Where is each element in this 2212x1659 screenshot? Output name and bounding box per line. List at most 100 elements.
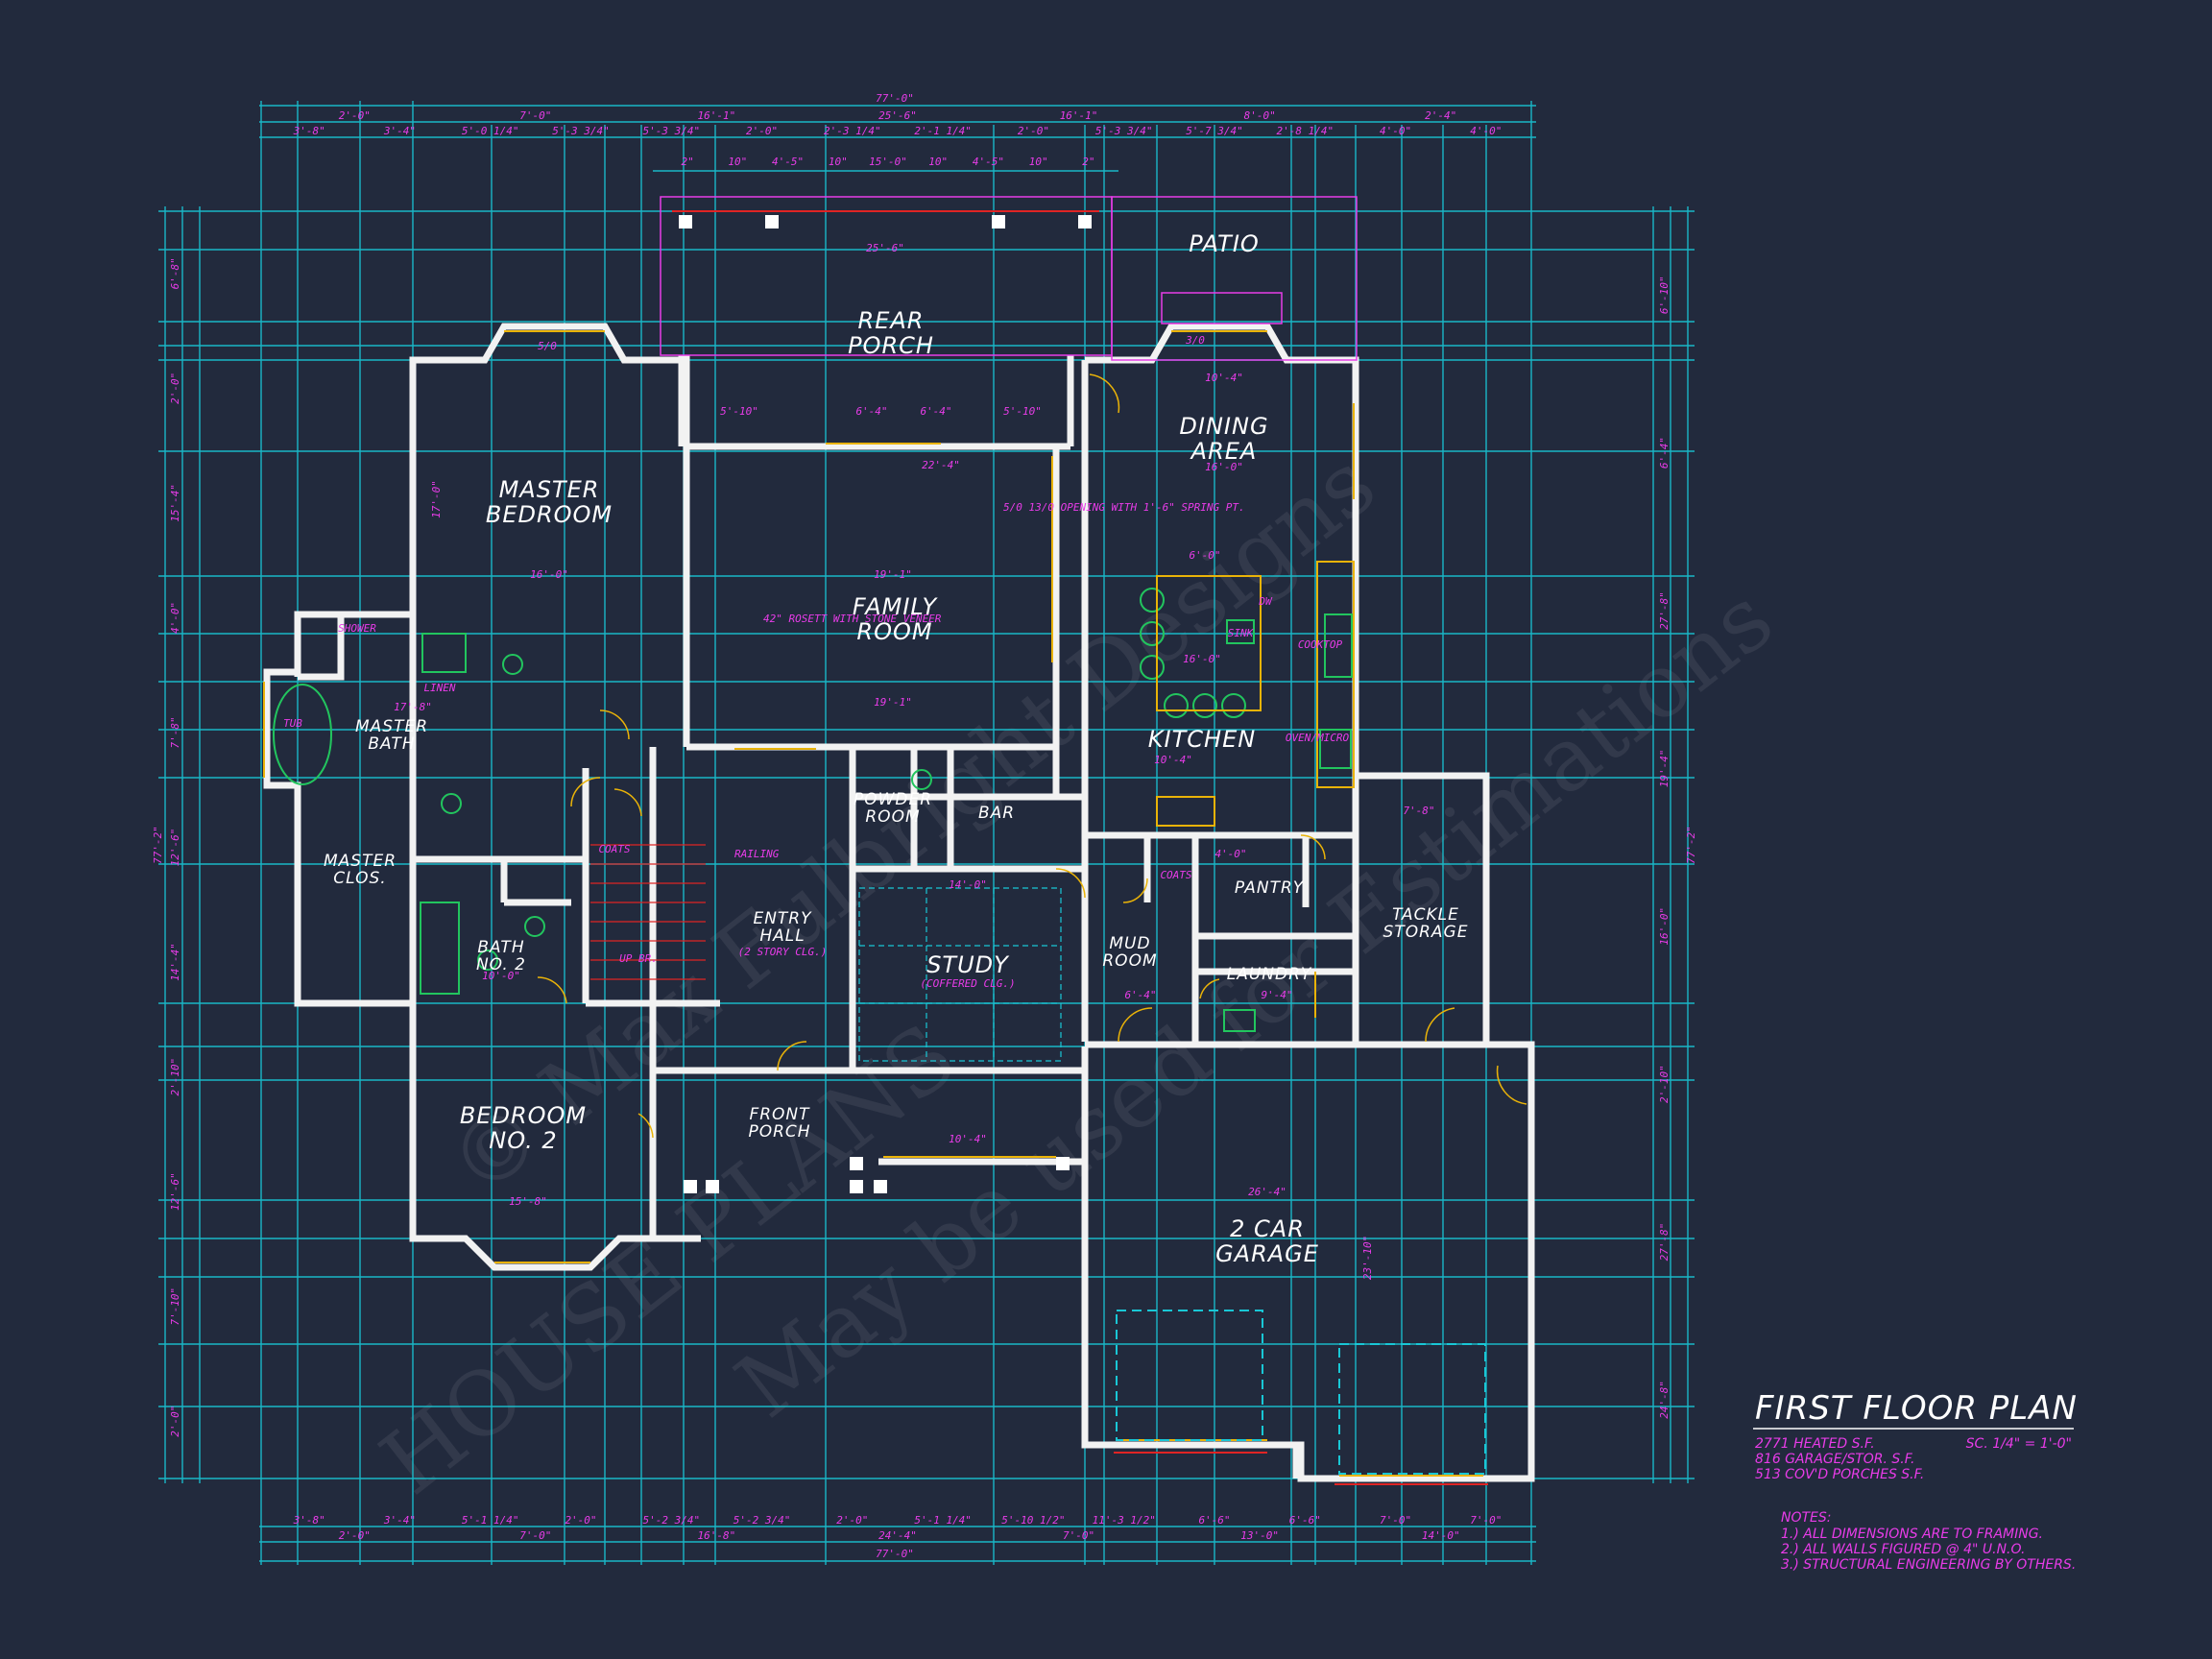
- dim-left: 6'-8"2'-0"15'-4"4'-0"7'-8"12'-6"14'-4"2'…: [169, 257, 181, 1437]
- dim-label: 2'-8 1/4": [1276, 125, 1334, 137]
- room-study-note: (COFFERED CLG.): [920, 977, 1015, 990]
- dim-label: 2'-0": [339, 109, 371, 122]
- room-front-porch-1: FRONT: [749, 1105, 810, 1124]
- dim-label: 10": [829, 156, 848, 168]
- stair: [590, 844, 706, 980]
- dim-label: 6'-8": [169, 257, 181, 289]
- fixture-labels: SHOWER TUB LINEN COATS COATS SINK COOKTO…: [283, 501, 1349, 965]
- dim-label: 5'-7 3/4": [1186, 125, 1243, 137]
- dim-bay-a: 3/0: [1185, 334, 1205, 347]
- note-1: 1.) ALL DIMENSIONS ARE TO FRAMING.: [1781, 1527, 2043, 1542]
- dim-label: 5'-3 3/4": [642, 125, 700, 137]
- dim-garage-w: 26'-4": [1248, 1186, 1286, 1198]
- dim-label: 2'-3 1/4": [824, 125, 881, 137]
- dim-label: 5'-2 3/4": [733, 1514, 791, 1527]
- label-dw: DW: [1258, 595, 1273, 608]
- label-cooktop: COOKTOP: [1298, 638, 1343, 651]
- dim-left-overall: 77'-2": [152, 826, 164, 864]
- porch-outlines: [660, 196, 1358, 361]
- dim-label: 6'-10": [1658, 276, 1671, 314]
- dim-family-top: 22'-4": [922, 459, 960, 471]
- dim-label: 24'-8": [1658, 1381, 1671, 1419]
- dim-label: 5'-0 1/4": [462, 125, 519, 137]
- dim-top-row2: 3'-8"3'-4"5'-0 1/4"5'-3 3/4"5'-3 3/4"2'-…: [293, 125, 1503, 137]
- dim-label: 2": [1082, 156, 1094, 168]
- room-rear-porch-1: REAR: [858, 307, 925, 334]
- dim-bottom-row1: 2'-0"7'-0"16'-8"24'-4"7'-0"13'-0"14'-0": [339, 1529, 1460, 1542]
- label-oven: OVEN/MICRO: [1286, 732, 1350, 744]
- room-front-porch-2: PORCH: [748, 1122, 810, 1142]
- dim-label: 27'-8": [1658, 1223, 1671, 1262]
- room-powder-2: ROOM: [865, 807, 920, 827]
- door-swings: [537, 373, 1527, 1139]
- label-opening: 5/0 13/0 OPENING WITH 1'-6" SPRING PT.: [1003, 501, 1245, 514]
- room-master-clos-2: CLOS.: [333, 869, 386, 888]
- dim-label: 2'-0": [169, 373, 181, 404]
- sills: [672, 210, 1488, 1485]
- room-mud-2: ROOM: [1102, 951, 1157, 971]
- porches-sf: 513 COV'D PORCHES S.F.: [1755, 1467, 1924, 1482]
- label-railing: RAILING: [734, 848, 780, 860]
- dim-tackle-w: 7'-8": [1403, 805, 1434, 817]
- dim-front-porch-w: 10'-4": [949, 1133, 987, 1145]
- dim-label: 10": [928, 156, 948, 168]
- dim-label: 7'-8": [169, 716, 181, 748]
- dim-label: 5'-3 3/4": [1095, 125, 1153, 137]
- room-kitchen: KITCHEN: [1148, 726, 1256, 753]
- dim-label: 2'-0": [746, 125, 778, 137]
- dim-top-porch: 2"10"4'-5"10"15'-0"10"4'-5"10"2": [681, 156, 1094, 168]
- dim-right: 6'-10"6'-4"27'-8"19'-4"16'-0"2'-10"27'-8…: [1658, 276, 1671, 1418]
- dimension-text: 77'-0" 77'-0" 25'-6" 2'-0"7'-0"16'-1"25'…: [152, 92, 1697, 1560]
- label-linen: LINEN: [423, 682, 455, 694]
- label-fireplace: 42" ROSETT WITH STONE VENEER: [763, 613, 942, 625]
- dim-label: 25'-6": [878, 109, 917, 122]
- dim-label: 14'-4": [169, 943, 181, 981]
- dim-study-w: 14'-0": [949, 878, 987, 891]
- dim-bottom-row2: 3'-8"3'-4"5'-1 1/4"2'-0"5'-2 3/4"5'-2 3/…: [293, 1514, 1503, 1527]
- title-block: FIRST FLOOR PLAN 2771 HEATED S.F. 816 GA…: [1753, 1389, 2078, 1573]
- dim-family-w: 19'-1": [874, 568, 912, 581]
- dim-label: 2'-0": [836, 1514, 868, 1527]
- room-bedroom2-2: NO. 2: [489, 1127, 557, 1154]
- dim-label: 4'-0": [1470, 125, 1502, 137]
- dim-label: 2'-4": [1425, 109, 1456, 122]
- dim-master-bath-w: 17'-8": [394, 701, 432, 713]
- room-dining-1: DINING: [1179, 413, 1268, 440]
- dim-label: 4'-0": [169, 602, 181, 634]
- dim-laundry-w: 9'-4": [1261, 989, 1292, 1001]
- room-master-bed-1: MASTER: [499, 476, 600, 503]
- dim-label: 12'-6": [169, 829, 181, 867]
- dim-label: 7'-0": [1380, 1514, 1411, 1527]
- label-sink: SINK: [1228, 627, 1255, 639]
- note-3: 3.) STRUCTURAL ENGINEERING BY OTHERS.: [1781, 1557, 2076, 1573]
- dim-label: 2'-0": [339, 1529, 371, 1542]
- room-garage-1: 2 CAR: [1230, 1215, 1305, 1242]
- room-bar: BAR: [978, 804, 1015, 823]
- dim-label: 6'-4": [1658, 437, 1671, 469]
- garage-sf: 816 GARAGE/STOR. S.F.: [1755, 1452, 1914, 1467]
- dim-label: 3'-8": [293, 125, 325, 137]
- dim-label: 7'-0": [1470, 1514, 1502, 1527]
- dim-label: 12'-6": [169, 1172, 181, 1211]
- dim-label: 2'-0": [169, 1406, 181, 1437]
- coffered-ceiling: [858, 887, 1062, 1062]
- dim-label: 5'-1 1/4": [914, 1514, 972, 1527]
- dim-label: 11'-3 1/2": [1093, 1514, 1156, 1527]
- room-pantry: PANTRY: [1235, 878, 1305, 898]
- room-master-bath-1: MASTER: [355, 717, 428, 736]
- label-coats-a: COATS: [598, 843, 630, 855]
- dim-pantry-w: 4'-0": [1214, 848, 1246, 860]
- dim-bedroom2-w: 15'-8": [509, 1195, 547, 1208]
- dim-dining-w: 10'-4": [1205, 372, 1243, 384]
- plan-scale: SC. 1/4" = 1'-0": [1966, 1436, 2072, 1452]
- dim-porch-span: 25'-6": [866, 242, 904, 254]
- dim-dining-h: 16'-0": [1205, 461, 1243, 473]
- heated-sf: 2771 HEATED S.F.: [1755, 1436, 1875, 1452]
- dim-label: 8'-0": [1244, 109, 1276, 122]
- room-family-1: FAMILY: [853, 593, 939, 620]
- fixtures: [273, 588, 1353, 1032]
- room-patio: PATIO: [1189, 230, 1260, 257]
- plan-title: FIRST FLOOR PLAN: [1755, 1389, 2078, 1428]
- dim-label: 4'-5": [973, 156, 1004, 168]
